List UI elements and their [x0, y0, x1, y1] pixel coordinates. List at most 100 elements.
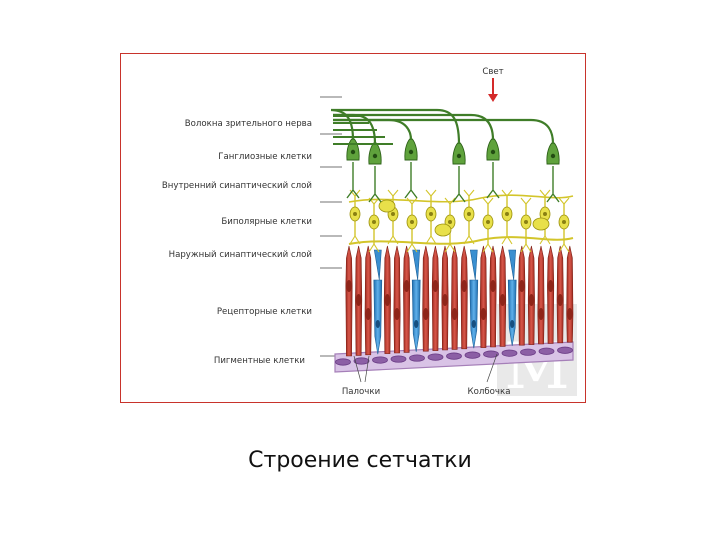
optic-nerve-fiber-layer — [330, 108, 555, 145]
rod-cell — [479, 245, 487, 348]
rods-label: Палочки — [342, 387, 380, 397]
bipolar-nucleus — [448, 220, 452, 224]
rod-cell — [393, 245, 401, 354]
rod-nucleus — [528, 294, 535, 306]
horizontal-cell-process — [348, 236, 574, 245]
bipolar-nucleus — [372, 220, 376, 224]
bipolar-nucleus — [353, 212, 357, 216]
rod-nucleus — [480, 308, 487, 320]
bipolar-branches — [539, 189, 551, 245]
diagram-frame: M Волокна зрительного нерва Ганглиозные … — [120, 53, 586, 403]
cone-cell-body — [412, 249, 421, 281]
bipolar-nucleus — [524, 220, 528, 224]
cone-pointer — [486, 353, 498, 383]
rod-nucleus — [538, 308, 544, 320]
rod-nucleus — [346, 280, 352, 292]
cone-nucleus — [414, 320, 419, 328]
rod-cell — [364, 245, 372, 356]
ganglion-axon — [333, 118, 555, 145]
rod-nucleus — [355, 294, 362, 306]
cone-nucleus — [471, 320, 476, 328]
retina-diagram: M Волокна зрительного нерва Ганглиозные … — [162, 67, 577, 402]
ganglion-nucleus — [408, 149, 414, 155]
pigment-cell — [446, 352, 462, 360]
bipolar-nucleus — [467, 212, 471, 216]
pigment-cell — [353, 357, 370, 365]
rod-nucleus — [432, 280, 439, 292]
bipolar-branches — [444, 197, 456, 253]
amacrine-cell — [378, 199, 396, 213]
ganglion-nucleus — [456, 153, 462, 159]
ganglion-dendrite — [404, 162, 418, 199]
label-ganglion-cells: Ганглиозные клетки — [218, 152, 312, 162]
cone-label: Колбочка — [468, 387, 511, 397]
pigment-cell — [538, 347, 555, 355]
label-bipolar-cells: Биполярные клетки — [221, 217, 312, 227]
rod-cell — [518, 245, 526, 346]
rod-cell — [460, 245, 468, 350]
cone-cell-body — [373, 249, 382, 281]
pigment-cell — [409, 354, 425, 362]
cone-cell-body — [469, 249, 478, 281]
pigment-cell — [427, 353, 444, 361]
ganglion-nucleus — [350, 149, 356, 155]
rod-cell — [566, 245, 574, 343]
amacrine-cell — [532, 217, 550, 231]
layer-labels: Волокна зрительного нерва Ганглиозные кл… — [162, 119, 312, 366]
ganglion-dendrite — [346, 162, 360, 199]
rod-nucleus — [384, 294, 391, 306]
rod-nucleus — [557, 294, 563, 306]
ganglion-nucleus — [550, 153, 556, 159]
cone-cell — [469, 279, 479, 349]
rod-cell — [537, 245, 545, 345]
bipolar-nucleus — [562, 220, 566, 224]
bipolar-branches — [425, 189, 437, 245]
pigment-cell — [501, 349, 518, 357]
figure-caption: Строение сетчатки — [248, 448, 472, 473]
ganglion-cell — [404, 137, 418, 161]
rod-nucleus — [499, 294, 506, 306]
rod-cell — [547, 245, 555, 344]
pigment-cell — [335, 358, 351, 366]
cone-cell — [373, 279, 383, 355]
rod-nucleus — [519, 280, 525, 292]
bipolar-nucleus — [543, 212, 547, 216]
bipolar-branches — [501, 189, 513, 245]
rod-nucleus — [547, 280, 554, 292]
bipolar-branches — [520, 197, 532, 253]
rod-nucleus — [442, 294, 448, 306]
label-optic-nerve-fibers: Волокна зрительного нерва — [185, 119, 312, 129]
light-label: Свет — [482, 67, 503, 77]
label-inner-synaptic-layer: Внутренний синаптический слой — [162, 181, 312, 191]
bipolar-branches — [368, 197, 380, 253]
bipolar-nucleus — [486, 220, 490, 224]
bipolar-cell-layer — [348, 189, 574, 253]
label-pigment-cells: Пигментные клетки — [214, 356, 305, 366]
rods-pointer-2 — [364, 355, 370, 383]
rod-cell — [451, 245, 459, 350]
ganglion-cell — [452, 141, 466, 165]
bipolar-nucleus — [391, 212, 395, 216]
pigment-cell — [372, 356, 388, 364]
rod-nucleus — [365, 308, 371, 320]
ganglion-cell — [346, 137, 360, 161]
ganglion-dendrite — [452, 166, 466, 203]
pigment-cell — [390, 355, 407, 363]
label-leader-lines — [320, 96, 342, 357]
ganglion-axon — [333, 108, 461, 145]
pigment-cell — [557, 346, 573, 354]
rod-nucleus — [394, 308, 400, 320]
cone-cell-body — [508, 249, 517, 281]
receptor-cell-layer — [345, 245, 574, 357]
rod-nucleus — [490, 280, 496, 292]
bottom-pointers — [353, 353, 498, 383]
rod-nucleus — [461, 280, 468, 292]
label-outer-synaptic-layer: Наружный синаптический слой — [169, 250, 312, 260]
cone-nucleus — [375, 320, 380, 328]
rods-pointer-1 — [353, 355, 362, 383]
ganglion-cell-layer — [346, 137, 560, 203]
cone-cell — [411, 279, 421, 352]
rod-nucleus — [423, 308, 429, 320]
pigment-cell — [483, 350, 499, 358]
bipolar-branches — [406, 197, 418, 253]
